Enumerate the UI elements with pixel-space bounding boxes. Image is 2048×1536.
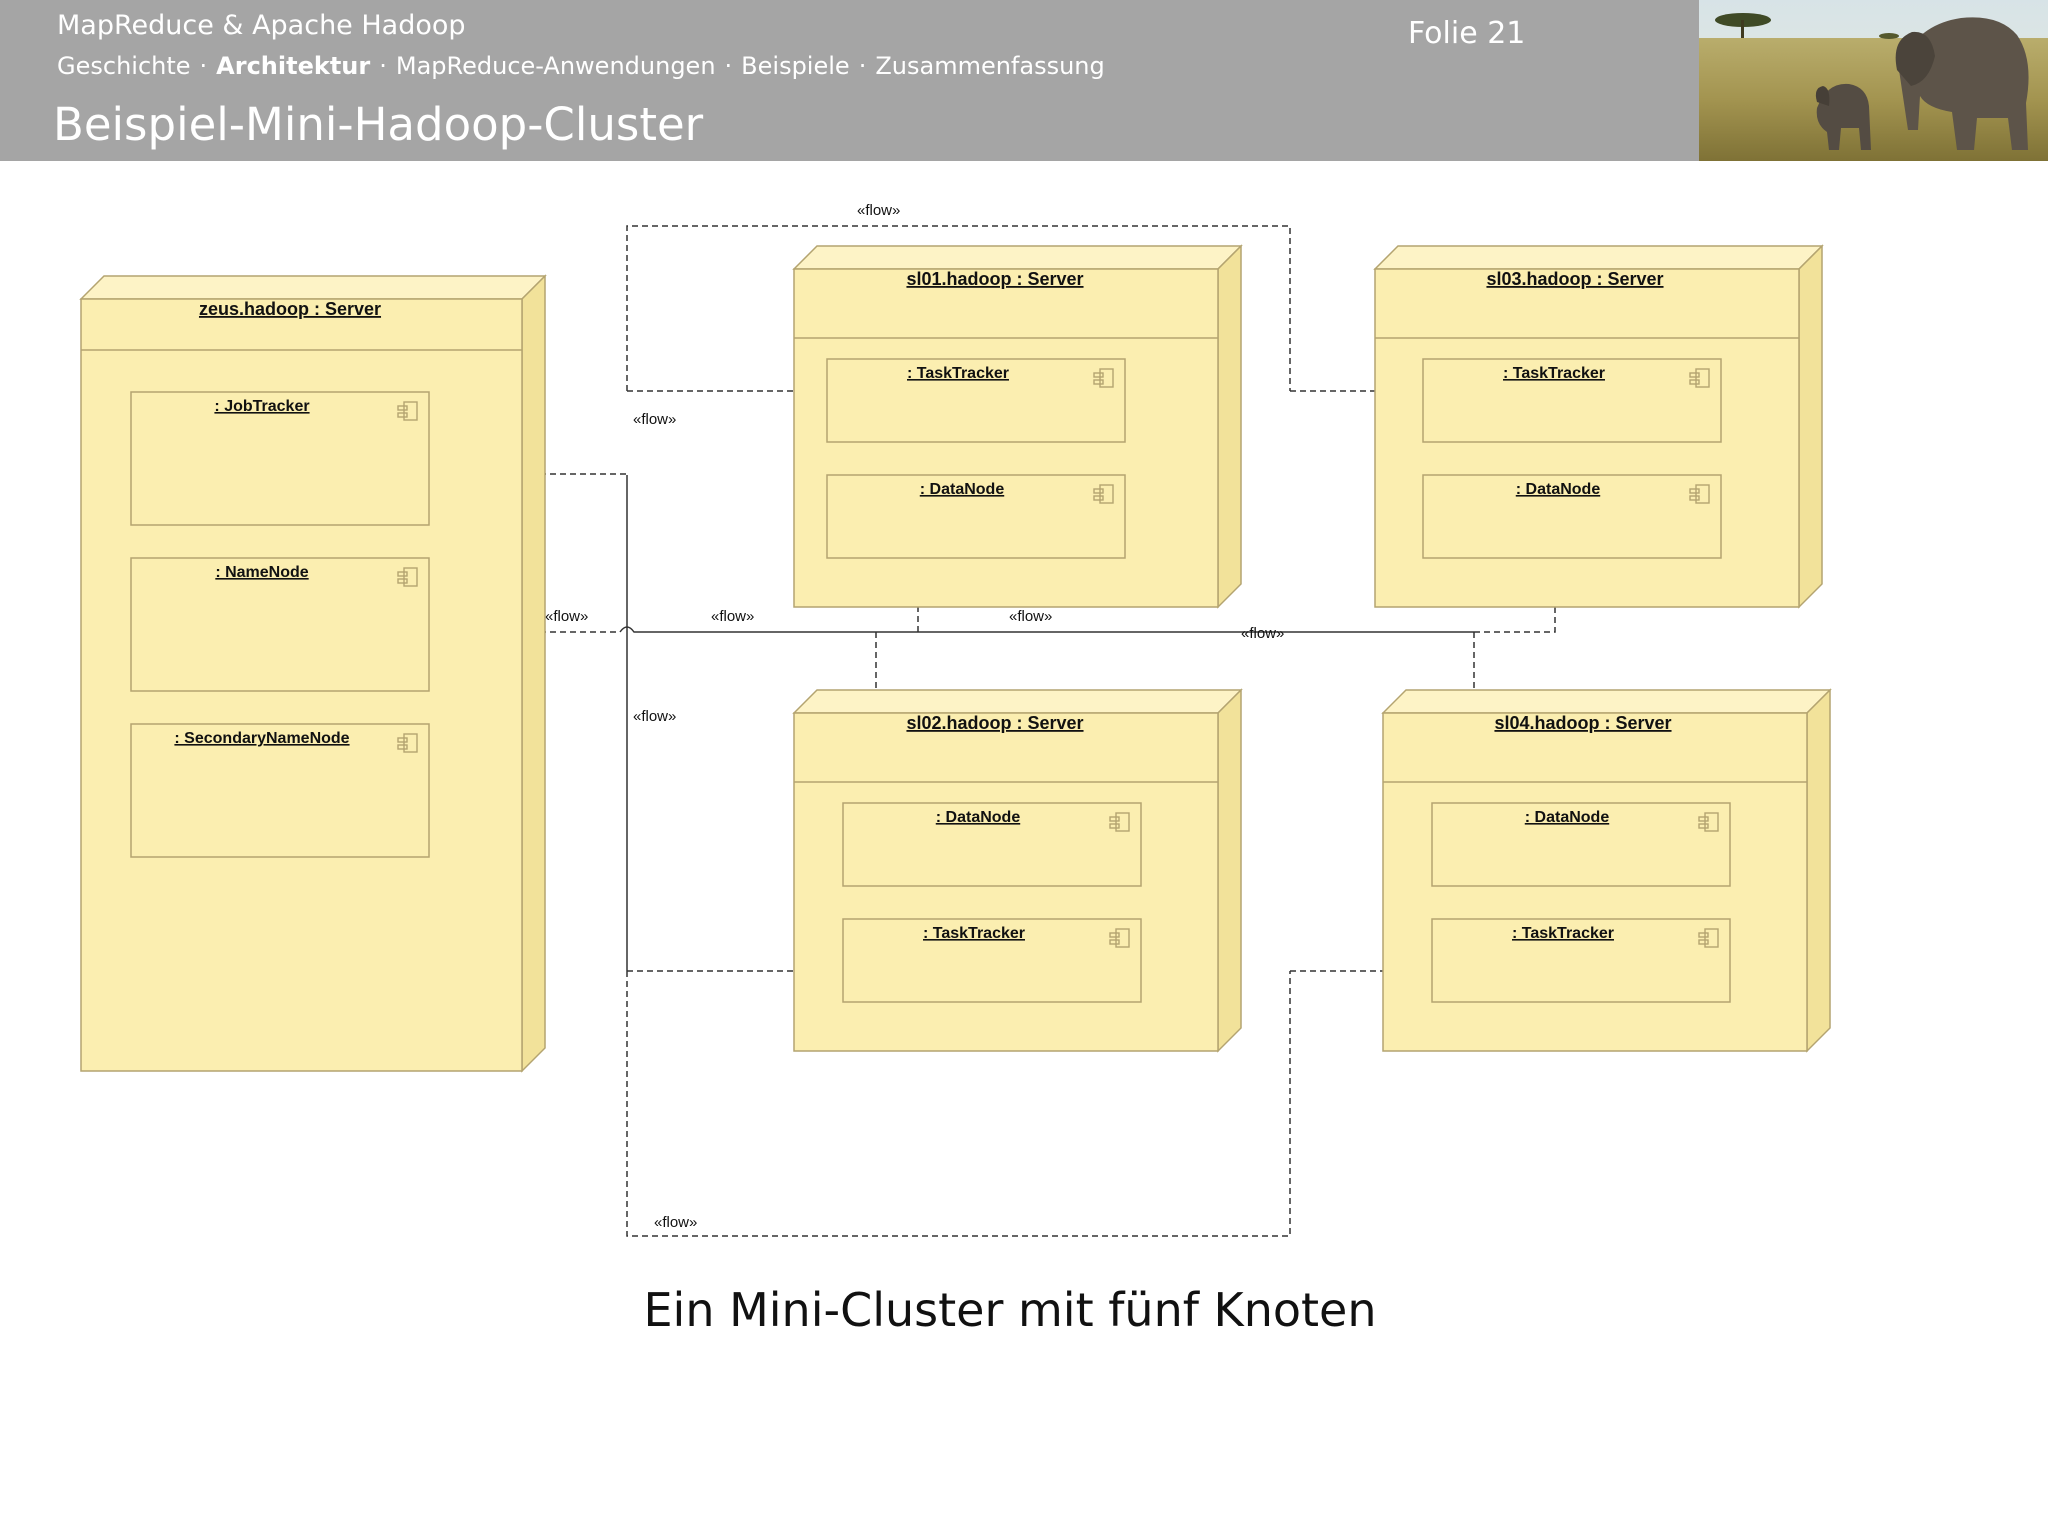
flow-label-sl02-tasktracker: «flow» bbox=[633, 708, 676, 725]
elephant-savanna-image bbox=[1699, 0, 2048, 161]
connector-outer-loop-bottom bbox=[626, 971, 1291, 1237]
component-sl02-tasktracker: : TaskTracker bbox=[842, 918, 1142, 1003]
component-icon bbox=[397, 401, 418, 421]
flow-label-sl01-datanode: «flow» bbox=[1009, 608, 1052, 625]
server-node-zeus: zeus.hadoop : Server : JobTracker : Name… bbox=[79, 274, 547, 1073]
component-label-secondarynamenode: : SecondaryNameNode bbox=[174, 730, 349, 747]
component-sl01-datanode: : DataNode bbox=[826, 474, 1126, 559]
component-icon bbox=[1689, 368, 1710, 388]
flow-label-jobtracker: «flow» bbox=[545, 608, 588, 625]
component-label-jobtracker: : JobTracker bbox=[214, 398, 309, 415]
server-node-sl02: sl02.hadoop : Server : DataNode : TaskTr… bbox=[792, 688, 1243, 1053]
slide-title: Beispiel-Mini-Hadoop-Cluster bbox=[53, 98, 704, 151]
server-title-zeus: zeus.hadoop : Server bbox=[199, 299, 381, 319]
nav-item-beispiele[interactable]: Beispiele bbox=[741, 52, 850, 80]
component-icon bbox=[1109, 928, 1130, 948]
component-icon bbox=[1698, 928, 1719, 948]
component-icon bbox=[1109, 812, 1130, 832]
connector-namenode-bus bbox=[619, 626, 1474, 633]
nav-separator: · bbox=[858, 52, 867, 80]
server-title-sl01: sl01.hadoop : Server bbox=[906, 269, 1083, 289]
component-icon bbox=[1093, 484, 1114, 504]
server-node-sl04: sl04.hadoop : Server : DataNode : TaskTr… bbox=[1381, 688, 1832, 1053]
component-sl04-datanode: : DataNode bbox=[1431, 802, 1731, 887]
server-node-sl01: sl01.hadoop : Server : TaskTracker : Dat… bbox=[792, 244, 1243, 609]
component-icon bbox=[1093, 368, 1114, 388]
component-label-datanode: : DataNode bbox=[1525, 809, 1610, 826]
component-label-datanode: : DataNode bbox=[920, 481, 1005, 498]
flow-label-top: «flow» bbox=[857, 202, 900, 219]
component-icon bbox=[397, 567, 418, 587]
server-title-sl02: sl02.hadoop : Server bbox=[906, 713, 1083, 733]
component-sl02-datanode: : DataNode bbox=[842, 802, 1142, 887]
component-sl01-tasktracker: : TaskTracker bbox=[826, 358, 1126, 443]
component-namenode: : NameNode bbox=[130, 557, 430, 692]
server-node-sl03: sl03.hadoop : Server : TaskTracker : Dat… bbox=[1373, 244, 1824, 609]
component-icon bbox=[1689, 484, 1710, 504]
component-icon bbox=[1698, 812, 1719, 832]
nav-item-geschichte[interactable]: Geschichte bbox=[57, 52, 191, 80]
component-sl03-datanode: : DataNode bbox=[1422, 474, 1722, 559]
slide-number: Folie 21 bbox=[1408, 16, 1526, 51]
flow-label-bottom: «flow» bbox=[654, 1214, 697, 1231]
nav-item-mapreduce-anwendungen[interactable]: MapReduce-Anwendungen bbox=[395, 52, 716, 80]
component-label-tasktracker: : TaskTracker bbox=[1503, 365, 1605, 382]
nav-separator: · bbox=[199, 52, 208, 80]
component-secondarynamenode: : SecondaryNameNode bbox=[130, 723, 430, 858]
nav-item-architektur[interactable]: Architektur bbox=[216, 52, 371, 80]
slide-caption: Ein Mini-Cluster mit fünf Knoten bbox=[643, 1283, 1377, 1337]
slide-header: MapReduce & Apache Hadoop Folie 21 Gesch… bbox=[0, 0, 1699, 161]
component-label-tasktracker: : TaskTracker bbox=[923, 925, 1025, 942]
section-navigation: Geschichte · Architektur · MapReduce-Anwendu… bbox=[57, 52, 1105, 80]
component-label-datanode: : DataNode bbox=[936, 809, 1021, 826]
component-label-datanode: : DataNode bbox=[1516, 481, 1601, 498]
component-label-tasktracker: : TaskTracker bbox=[907, 365, 1009, 382]
component-sl04-tasktracker: : TaskTracker bbox=[1431, 918, 1731, 1003]
component-label-tasktracker: : TaskTracker bbox=[1512, 925, 1614, 942]
flow-label-namenode: «flow» bbox=[711, 608, 754, 625]
nav-item-zusammenfassung[interactable]: Zusammenfassung bbox=[875, 52, 1105, 80]
flow-label-sl03-datanode: «flow» bbox=[1241, 625, 1284, 642]
server-title-sl03: sl03.hadoop : Server bbox=[1486, 269, 1663, 289]
component-jobtracker: : JobTracker bbox=[130, 391, 430, 526]
component-label-namenode: : NameNode bbox=[215, 564, 308, 581]
connector-outer-loop-top bbox=[626, 225, 1291, 391]
nav-separator: · bbox=[379, 52, 387, 80]
course-title: MapReduce & Apache Hadoop bbox=[57, 10, 466, 41]
flow-label-sl01-tasktracker: «flow» bbox=[633, 411, 676, 428]
server-title-sl04: sl04.hadoop : Server bbox=[1494, 713, 1671, 733]
nav-separator: · bbox=[724, 52, 733, 80]
component-icon bbox=[397, 733, 418, 753]
component-sl03-tasktracker: : TaskTracker bbox=[1422, 358, 1722, 443]
